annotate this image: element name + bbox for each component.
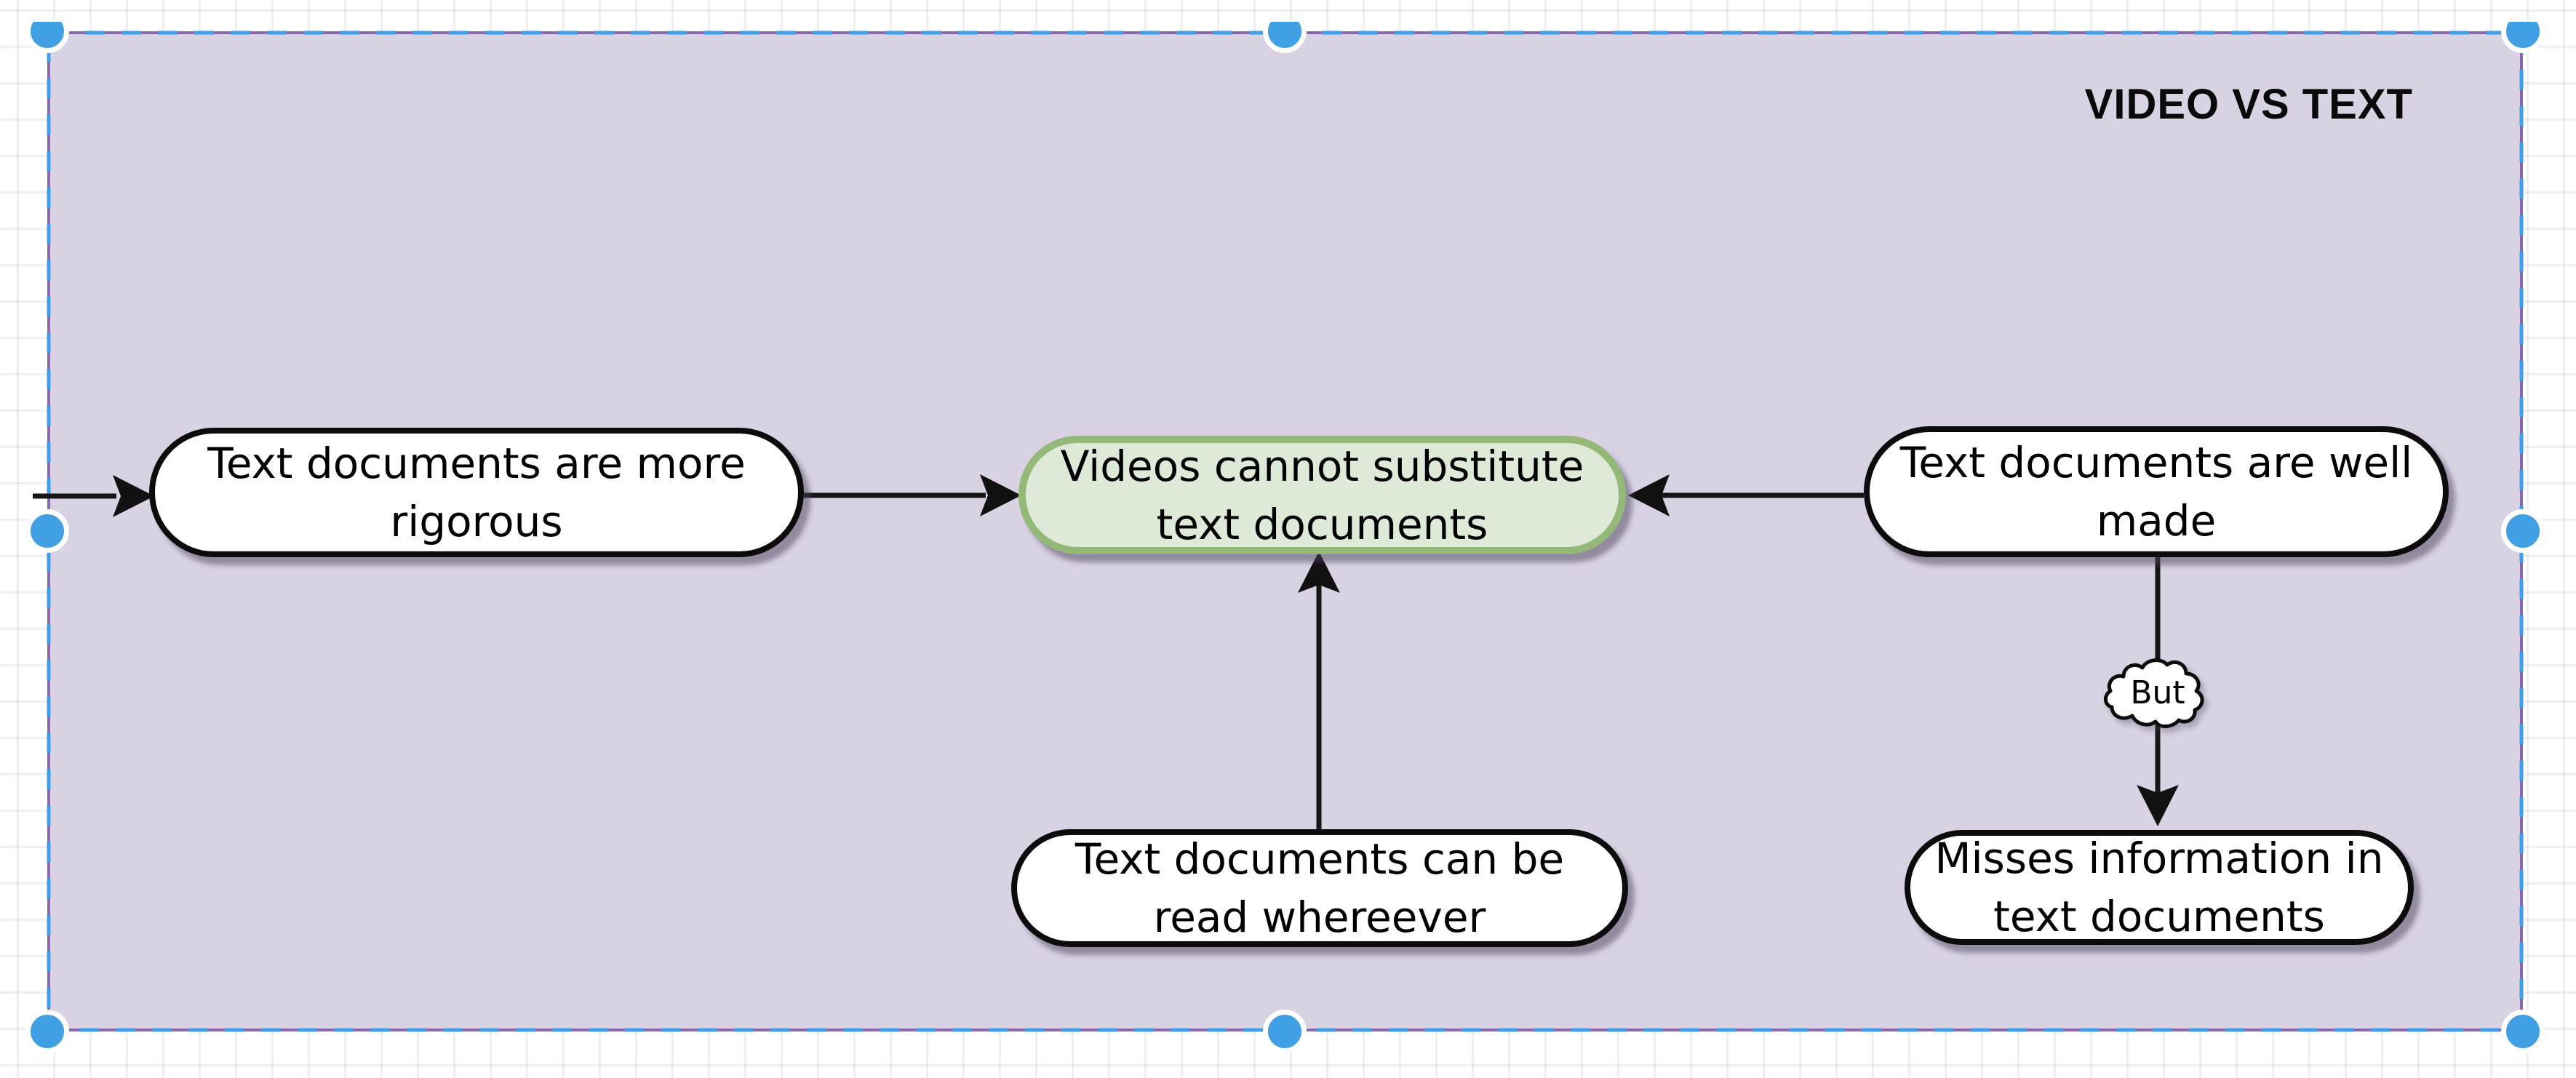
resize-handle-bottom-left[interactable] <box>25 1010 69 1053</box>
node-label: Text documents are well made <box>1899 438 2413 546</box>
resize-handle-bottom-right[interactable] <box>2501 1010 2545 1053</box>
edge-label-text: But <box>2130 674 2185 711</box>
resize-handle-right-middle[interactable] <box>2501 509 2545 553</box>
node-label: Text documents can be read whereever <box>1074 834 1565 942</box>
node-label: Text documents are more rigorous <box>207 439 746 546</box>
node-well-made[interactable]: Text documents are well made <box>1864 426 2449 557</box>
node-cannot-substitute[interactable]: Videos cannot substitute text documents <box>1018 436 1626 554</box>
node-misses-info[interactable]: Misses information in text documents <box>1905 830 2414 945</box>
arrowhead-icon <box>1628 474 1670 516</box>
node-more-rigorous[interactable]: Text documents are more rigorous <box>149 428 804 557</box>
cloud-icon <box>2104 658 2204 728</box>
arrowhead-icon <box>1298 551 1340 593</box>
node-read-wherever[interactable]: Text documents can be read whereever <box>1011 829 1628 947</box>
arrowhead-icon <box>113 475 154 517</box>
resize-handle-bottom-middle[interactable] <box>1263 1010 1307 1053</box>
node-label: Misses information in text documents <box>1934 834 2384 941</box>
arrowhead-icon <box>980 474 1021 516</box>
connector-read-wherever-to-cannot-substitute[interactable] <box>1298 551 1340 829</box>
arrowhead-icon <box>2137 785 2179 826</box>
connector-offscreen-to-more-rigorous[interactable] <box>33 475 154 517</box>
resize-handle-left-middle[interactable] <box>25 509 69 553</box>
connector-more-rigorous-to-cannot-substitute[interactable] <box>804 474 1021 516</box>
frame-title[interactable]: VIDEO VS TEXT <box>2084 81 2413 128</box>
connector-well-made-to-cannot-substitute[interactable] <box>1628 474 1864 516</box>
node-label: Videos cannot substitute text documents <box>1060 441 1584 549</box>
edge-label-but[interactable]: But <box>2103 655 2212 730</box>
